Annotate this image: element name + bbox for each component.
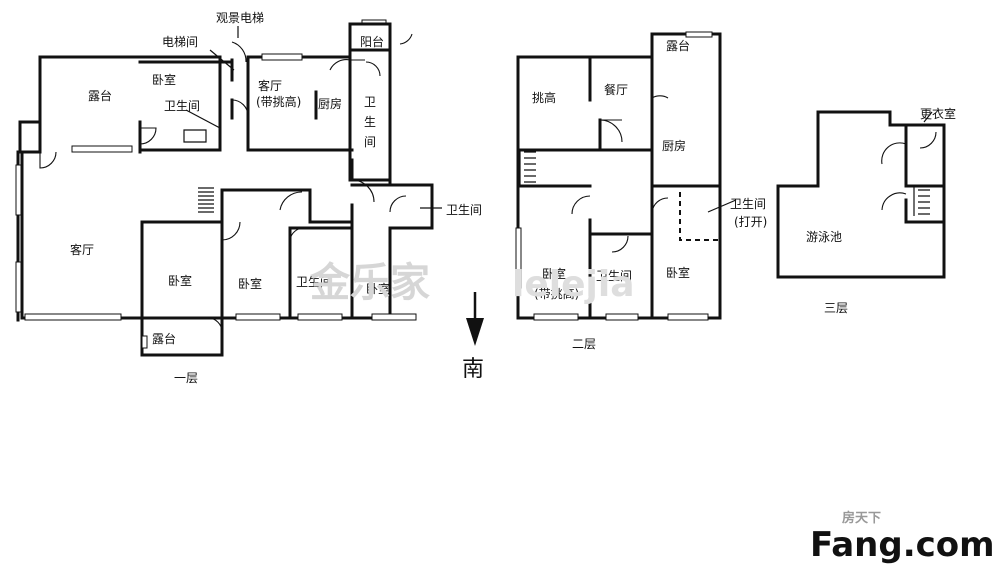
watermark-brand-en: lelejia [512, 264, 634, 305]
f2-balcony: 露台 [666, 38, 690, 53]
f3-dressing: 更衣室 [920, 106, 956, 121]
f2-bath-open-2: (打开) [734, 215, 767, 229]
f2-bath-mid: 卫生间 [596, 269, 632, 283]
f1-bedroom-b: 卧室 [238, 276, 262, 291]
f2-bedroom-left-2: (带挑高) [534, 286, 579, 301]
f1-bath-side-1: 卫 [364, 95, 376, 109]
f1-bath-side-3: 间 [364, 135, 376, 149]
f1-sightseeing-elevator: 观景电梯 [216, 11, 264, 25]
f2-kitchen: 厨房 [662, 138, 686, 153]
f1-bedroom-top: 卧室 [152, 72, 176, 87]
f1-bedroom-a: 卧室 [168, 273, 192, 288]
f1-balcony-top: 露台 [88, 88, 112, 103]
f1-elevator-room: 电梯间 [162, 35, 198, 49]
f1-balcony-small: 阳台 [360, 34, 384, 49]
f3-caption: 三层 [824, 301, 848, 315]
f1-bedroom-c: 卧室 [366, 281, 390, 296]
f2-caption: 二层 [572, 337, 596, 351]
f1-balcony-bottom: 露台 [152, 331, 176, 346]
f1-bath-side-2: 生 [364, 115, 376, 129]
f1-living-main: 客厅 [70, 242, 94, 257]
source-logo-sub: 房天下 [842, 510, 881, 526]
f2-dining: 餐厅 [604, 82, 628, 97]
f1-kitchen: 厨房 [318, 96, 342, 111]
floor2-plan [515, 31, 737, 321]
watermark-brand-cn: 金乐家 [309, 260, 430, 306]
f3-pool: 游泳池 [806, 230, 842, 244]
floor1-plan [15, 19, 442, 357]
source-logo-main: Fang.com [810, 525, 995, 565]
f1-bath-top: 卫生间 [164, 99, 200, 113]
floor3-plan [776, 110, 946, 279]
f1-living-high-2: (带挑高) [256, 94, 301, 109]
f1-living-high-1: 客厅 [258, 78, 282, 93]
compass-label: 南 [462, 357, 484, 382]
f1-caption: 一层 [174, 371, 198, 385]
f1-bath-right: 卫生间 [446, 203, 482, 217]
f2-bedroom-left-1: 卧室 [542, 266, 566, 281]
f2-bedroom-right: 卧室 [666, 265, 690, 280]
f2-bath-open-1: 卫生间 [730, 197, 766, 211]
f2-double-height: 挑高 [532, 90, 556, 105]
compass-arrow [466, 292, 484, 346]
f1-bath-bottom: 卫生间 [296, 275, 332, 289]
